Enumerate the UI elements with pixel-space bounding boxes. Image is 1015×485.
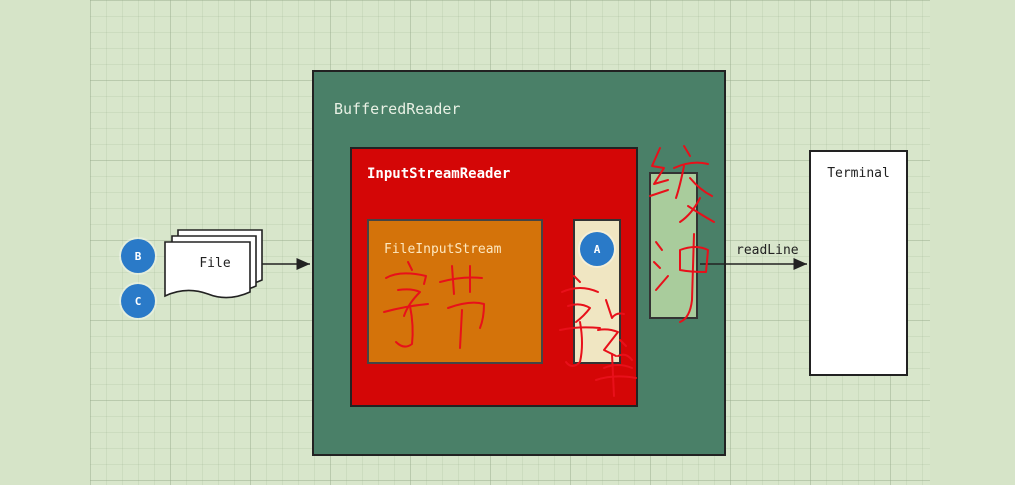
input-stream-reader-label: InputStreamReader: [367, 166, 511, 182]
terminal-label: Terminal: [827, 166, 890, 181]
file-input-stream-box: FileInputStream: [367, 219, 543, 364]
marker-a: A: [580, 232, 614, 266]
file-input-stream-label: FileInputStream: [384, 242, 502, 257]
marker-b: B: [121, 239, 155, 273]
file-node-label: File: [199, 255, 231, 271]
buffer-box: [649, 172, 698, 319]
handwriting-char: 字符: [559, 275, 637, 397]
handwriting-byte: 字节: [383, 261, 485, 349]
handwriting-buffer: 缓冲: [649, 145, 715, 323]
marker-c: C: [121, 284, 155, 318]
terminal-box: Terminal: [809, 150, 908, 376]
readline-label: readLine: [736, 243, 799, 258]
buffered-reader-label: BufferedReader: [334, 100, 461, 118]
